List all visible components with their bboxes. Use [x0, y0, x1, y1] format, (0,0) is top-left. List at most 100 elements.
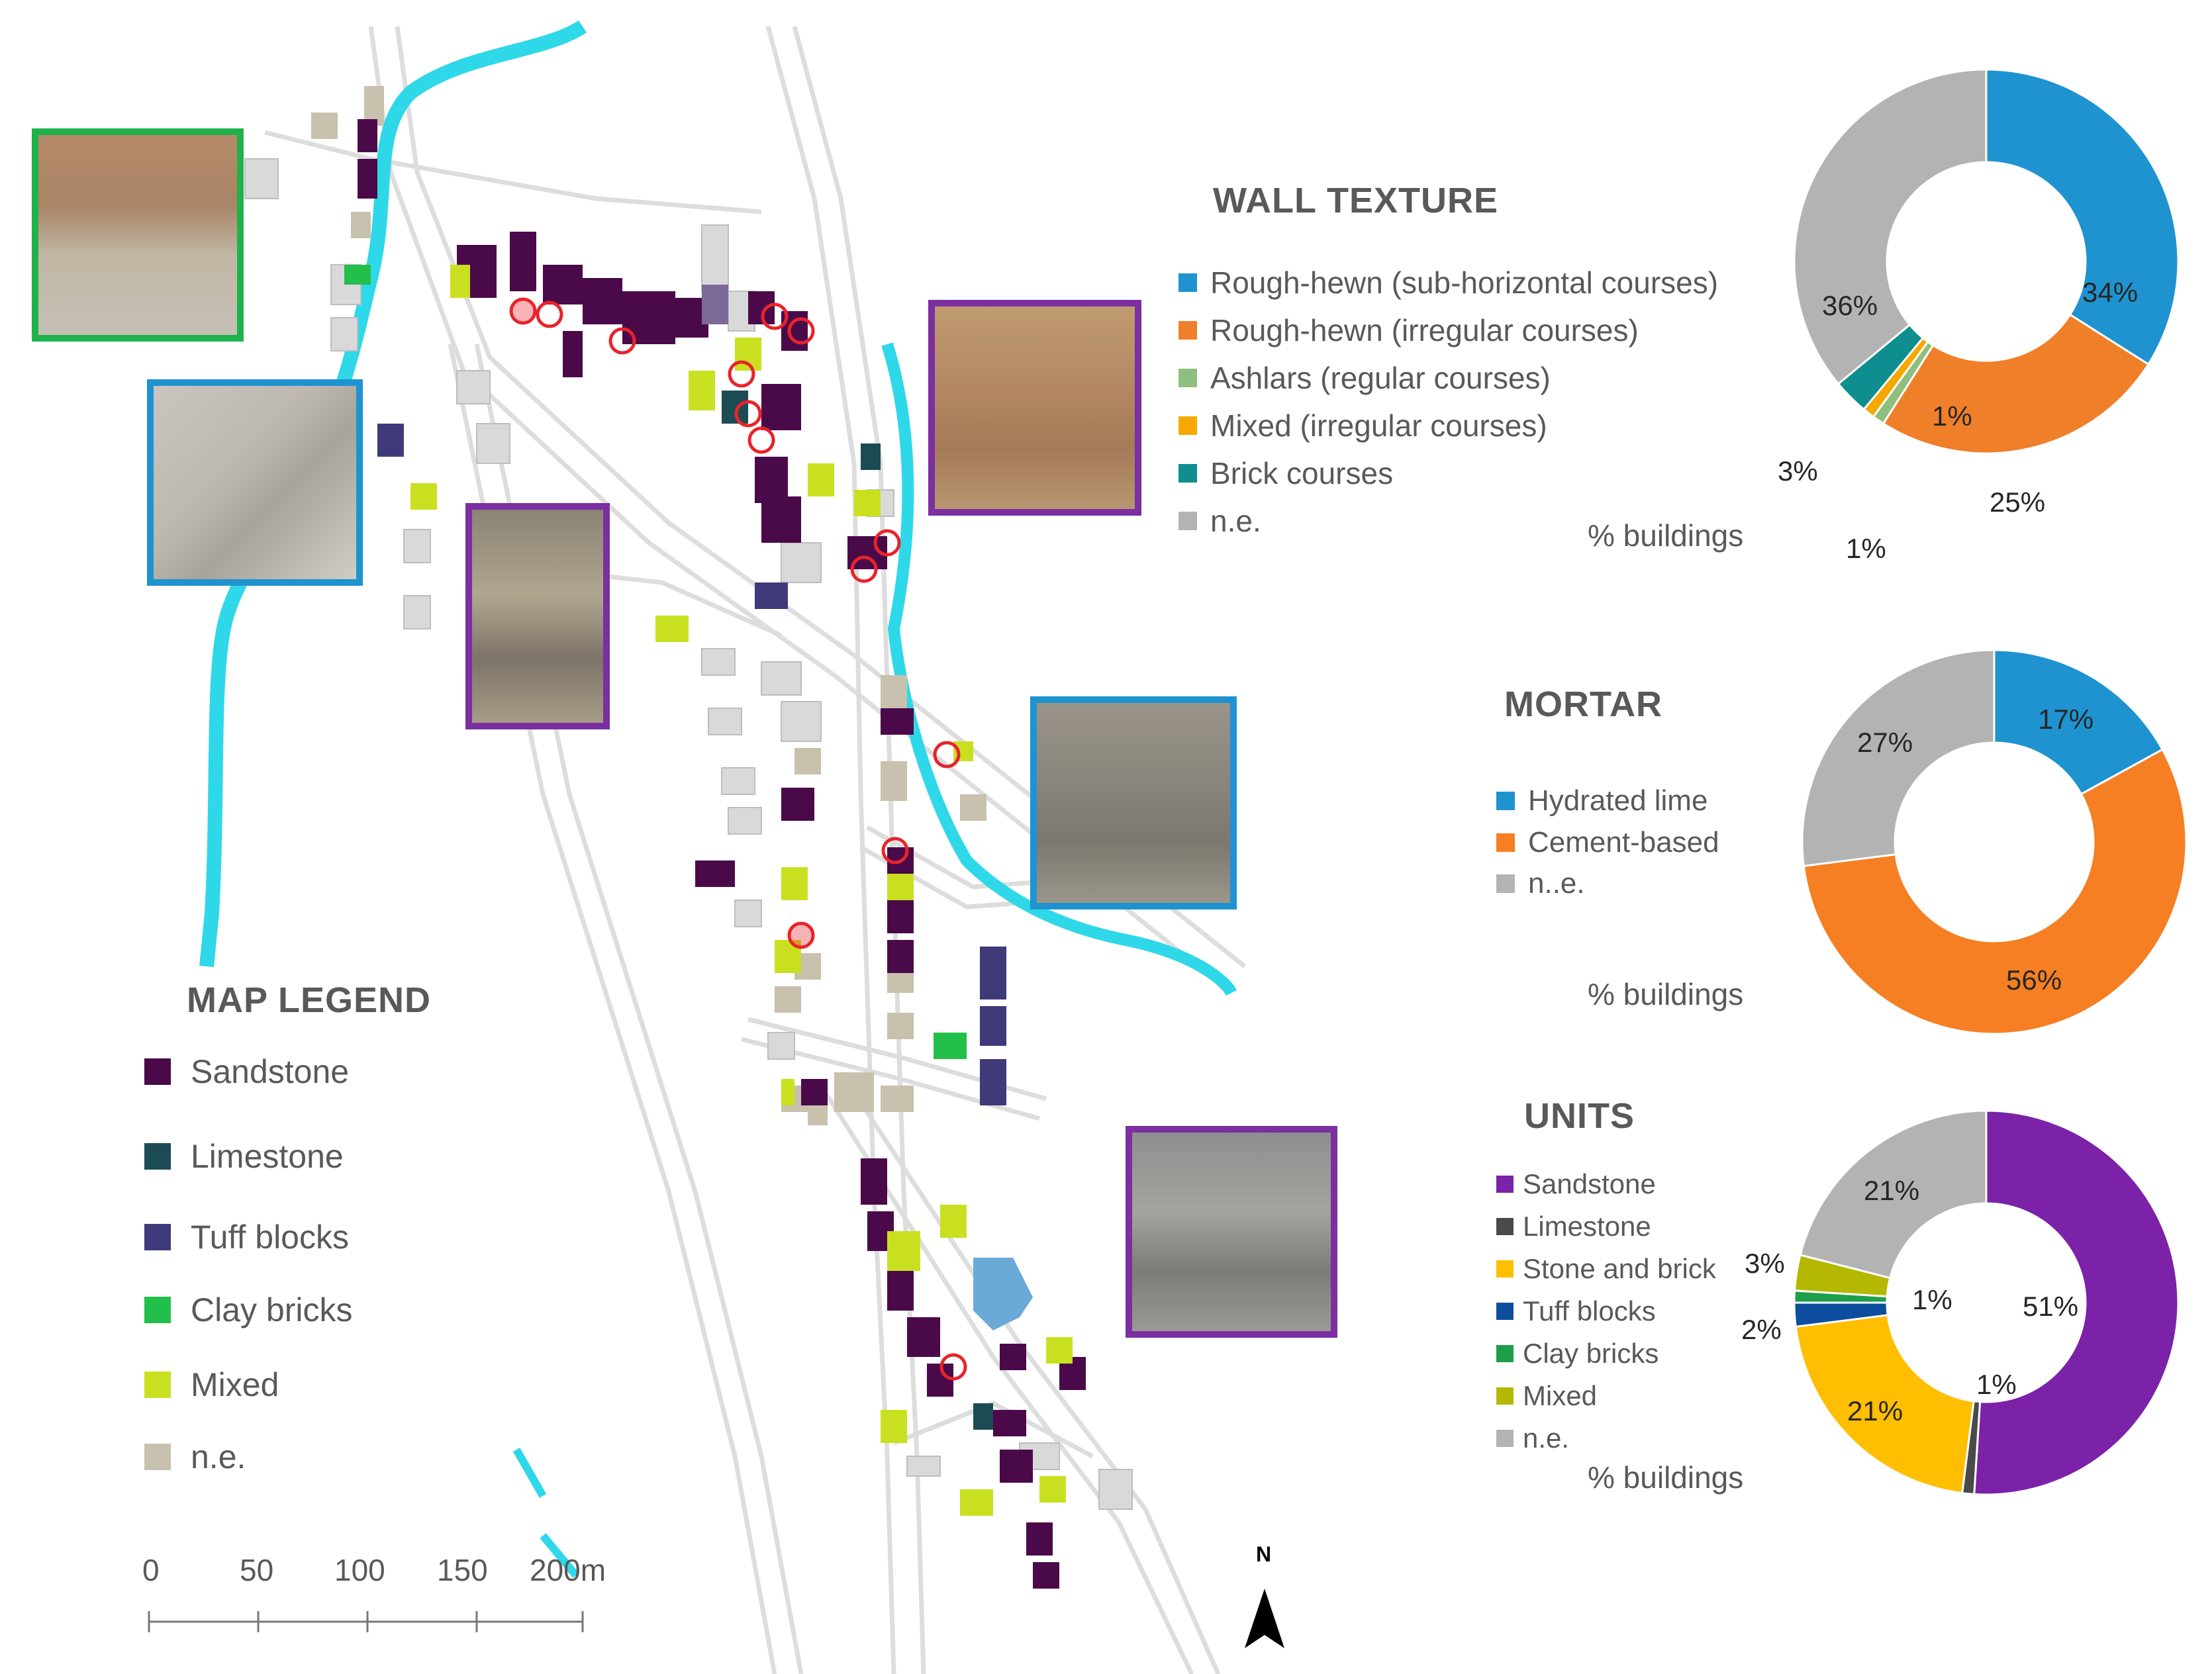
data-label: 21% [1847, 1395, 1903, 1426]
mortar-donut [1801, 649, 2188, 1035]
legend-item: Stone and brick [1496, 1253, 1716, 1285]
data-label: 2% [1741, 1314, 1782, 1345]
units-axis-label: % buildings [1588, 1460, 1744, 1495]
donut-slice [1801, 649, 1996, 868]
legend-item-sandstone: Sandstone [144, 1052, 349, 1091]
map-legend-title: MAP LEGEND [187, 980, 432, 1020]
data-label: 1% [1846, 533, 1886, 564]
scale-label-100: 100 [334, 1553, 385, 1587]
buildings-clay [344, 265, 967, 1059]
legend-item: Clay bricks [1496, 1338, 1659, 1370]
units-donut [1793, 1109, 2180, 1496]
donut-slice [1802, 748, 2188, 1035]
legend-item-ne: n.e. [144, 1438, 246, 1476]
wall-photo-2 [147, 379, 363, 586]
legend-swatch [1496, 792, 1515, 810]
donut-slice [1985, 68, 2180, 366]
donut-slice [1993, 649, 2164, 796]
legend-swatch [1496, 1218, 1514, 1235]
legend-swatch [1496, 1260, 1514, 1278]
legend-swatch [1496, 1176, 1514, 1193]
legend-swatch [1496, 1345, 1514, 1362]
north-arrow-icon [1245, 1589, 1284, 1648]
wall-texture-title: WALL TEXTURE [1213, 181, 1499, 220]
data-label: 21% [1864, 1175, 1920, 1206]
legend-item: Rough-hewn (sub-horizontal courses) [1178, 265, 1718, 301]
legend-swatch [1178, 416, 1197, 435]
wall-photo-6 [1126, 1126, 1337, 1338]
data-label: 56% [2006, 964, 2062, 996]
legend-swatch [1178, 273, 1197, 292]
wall-photo-3 [465, 503, 610, 729]
donut-slice [1973, 1109, 2180, 1496]
legend-swatch [1178, 464, 1197, 483]
legend-swatch [1178, 369, 1197, 387]
buildings-mixed [410, 265, 1073, 1516]
scale-label-200m: 200m [530, 1553, 606, 1587]
legend-item: Limestone [1496, 1211, 1651, 1242]
data-label: 27% [1857, 727, 1913, 758]
stream-segment [512, 1448, 547, 1498]
mortar-title: MORTAR [1504, 684, 1662, 724]
legend-item: Rough-hewn (irregular courses) [1178, 312, 1639, 348]
legend-item-tuff-blocks: Tuff blocks [144, 1218, 349, 1256]
buildings-tuff [377, 424, 1006, 1105]
data-label: 25% [1990, 487, 2046, 518]
donut-slice [1793, 68, 1988, 385]
donut-slice [1794, 1314, 1975, 1495]
legend-swatch [144, 1143, 171, 1170]
legend-swatch [144, 1444, 171, 1470]
survey-markers-hatched [509, 297, 815, 949]
wall-photo-5 [1030, 696, 1237, 909]
stream [881, 342, 1237, 996]
buildings-tuff-light [702, 285, 728, 324]
data-label: 3% [1745, 1248, 1785, 1279]
legend-item-limestone: Limestone [144, 1137, 344, 1176]
legend-swatch [1496, 874, 1515, 893]
legend-swatch [1178, 512, 1197, 530]
data-label: 51% [2023, 1291, 2079, 1322]
legend-item: Cement-based [1496, 826, 1719, 859]
church [973, 1258, 1033, 1330]
wall-photo-1 [32, 128, 244, 342]
legend-swatch [1496, 833, 1515, 852]
donut-slice [1799, 1109, 1988, 1279]
legend-swatch [1496, 1430, 1514, 1447]
legend-item: Mixed [1496, 1380, 1597, 1412]
legend-swatch [144, 1372, 171, 1398]
data-label: 1% [1932, 400, 1972, 432]
scale-label-150: 150 [437, 1553, 488, 1587]
wall-photo-4 [928, 300, 1141, 516]
data-label: 34% [2082, 277, 2139, 308]
data-label: 1% [1912, 1284, 1952, 1315]
legend-swatch [144, 1297, 171, 1323]
scale-label-0: 0 [142, 1553, 160, 1587]
legend-item: n.e. [1178, 503, 1261, 539]
legend-swatch [1496, 1387, 1514, 1405]
wall-texture-axis-label: % buildings [1588, 518, 1744, 553]
legend-swatch [1496, 1303, 1514, 1320]
data-label: 3% [1778, 455, 1818, 487]
scale-label-50: 50 [240, 1553, 274, 1587]
legend-item: Ashlars (regular courses) [1178, 360, 1551, 396]
legend-swatch [144, 1224, 171, 1250]
stream-segment [540, 1533, 579, 1578]
data-label: 36% [1822, 290, 1878, 321]
data-label: 1% [1976, 1369, 2017, 1400]
survey-markers [536, 301, 967, 1381]
legend-item: Sandstone [1496, 1168, 1656, 1200]
data-label: 17% [2038, 704, 2094, 735]
legend-item-mixed: Mixed [144, 1366, 279, 1404]
legend-item: Mixed (irregular courses) [1178, 408, 1547, 443]
wall-texture-donut [1793, 68, 2180, 455]
legend-item: Tuff blocks [1496, 1295, 1656, 1327]
scale-bar [148, 1611, 584, 1632]
units-title: UNITS [1524, 1096, 1635, 1136]
legend-item-clay-bricks: Clay bricks [144, 1291, 352, 1329]
legend-item: Hydrated lime [1496, 784, 1707, 817]
legend-item: n..e. [1496, 867, 1585, 900]
north-label: N [1256, 1542, 1272, 1566]
legend-swatch [1178, 321, 1197, 340]
legend-item: n.e. [1496, 1422, 1569, 1454]
